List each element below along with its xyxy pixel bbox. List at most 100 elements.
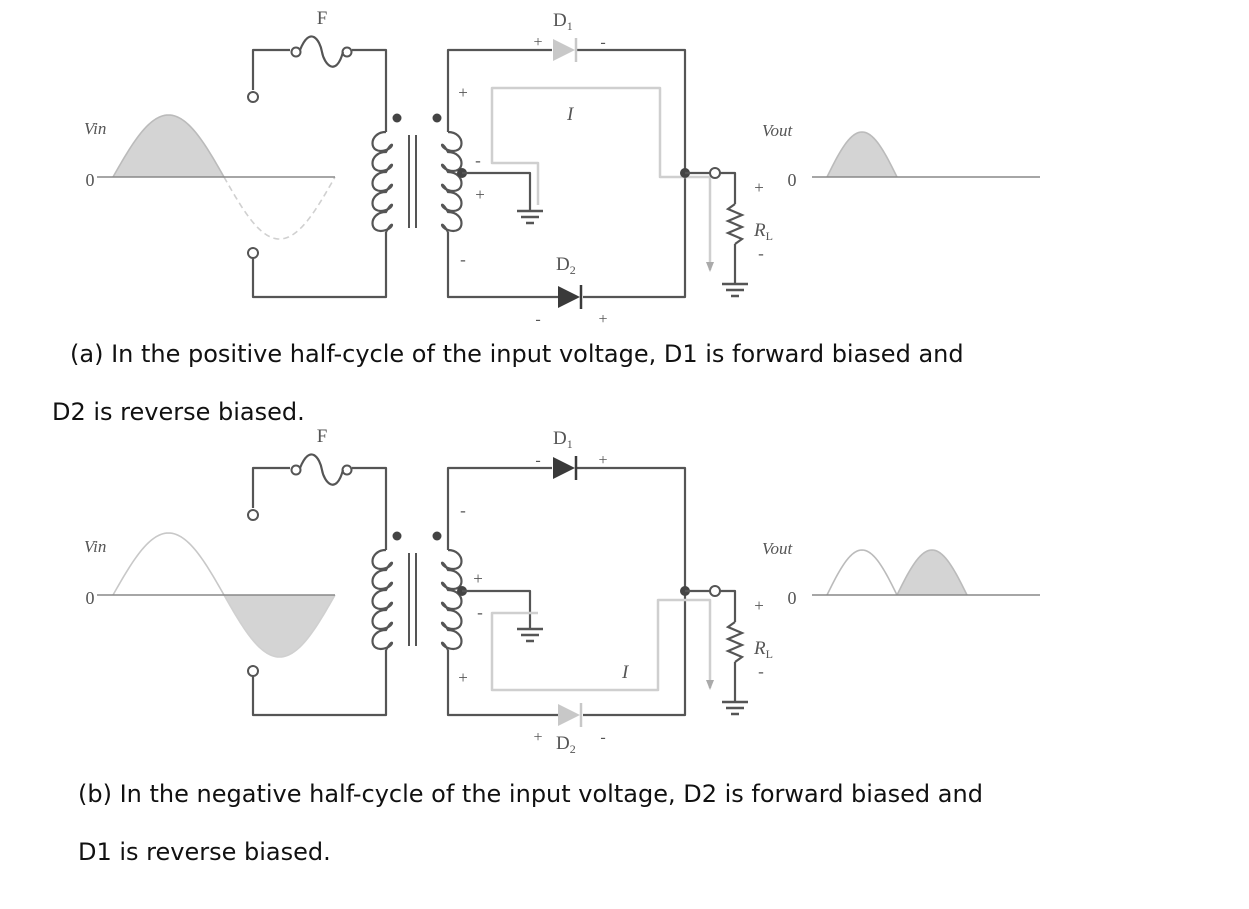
primary-right-wire [352, 466, 388, 550]
load-ground [722, 696, 748, 716]
fuse [290, 35, 353, 68]
rl-label: RL [753, 220, 773, 243]
output-shaded-pulse [897, 550, 967, 595]
output-shaded-pulse [827, 132, 897, 177]
load-top-wire [720, 171, 737, 204]
load-resistor [725, 621, 745, 663]
input-sine-negative [223, 176, 336, 240]
d1-sign-cathode: + [598, 452, 607, 469]
output-terminal [709, 167, 721, 179]
d1-sign-anode: + [533, 34, 542, 51]
diode-d1 [553, 38, 578, 62]
fuse-element [298, 35, 345, 68]
secondary-dot [432, 531, 442, 541]
current-path [490, 86, 712, 270]
secondary-bottom-sign: + [458, 668, 468, 687]
center-tap-ground [517, 205, 543, 225]
diode-triangle [558, 704, 580, 726]
fuse-label: F [317, 426, 328, 447]
input-terminal-bottom [247, 247, 259, 259]
center-tap-sign: + [473, 569, 483, 588]
secondary-bottom-wire [446, 650, 558, 717]
output-pulse [896, 549, 968, 596]
rl-minus-sign: - [758, 244, 764, 263]
caption-b-line2: D1 is reverse biased. [78, 838, 331, 866]
caption-b-line1: (b) In the negative half-cycle of the in… [78, 780, 983, 808]
d1-label: D1 [553, 10, 573, 33]
output-waveform: Vout 0 [762, 121, 1040, 190]
vout-label: Vout [762, 539, 794, 558]
secondary-coil [440, 548, 463, 651]
output-pulse [826, 549, 898, 596]
d2-sign: + [598, 311, 607, 328]
secondary-top-wire [446, 48, 552, 132]
center-tap-sign: - [475, 151, 481, 170]
primary-dot [392, 531, 402, 541]
fuse-element [298, 453, 345, 486]
secondary-dot [432, 113, 442, 123]
output-pulse [826, 131, 898, 178]
diode-d2 [558, 703, 583, 727]
caption-a-line1: (a) In the positive half-cycle of the in… [70, 340, 964, 368]
center-tap-ground [517, 623, 543, 643]
diode-d1 [553, 456, 578, 480]
rl-plus-sign: + [754, 596, 764, 615]
input-shaded-half-cycle [224, 595, 335, 657]
current-label: I [621, 662, 630, 683]
primary-coil [371, 130, 394, 233]
primary-bottom-wire [251, 232, 388, 299]
center-tap-wire [462, 171, 532, 205]
secondary-top-sign: - [460, 501, 466, 520]
current-arrow [706, 262, 714, 272]
secondary-top-wire [446, 466, 552, 550]
secondary-top-sign: + [458, 83, 468, 102]
d2-sign: + [533, 729, 542, 746]
input-sine-negative [223, 594, 336, 658]
diode-triangle [553, 39, 575, 61]
input-sine-positive [112, 114, 225, 178]
secondary-bottom-wire [446, 232, 558, 299]
input-waveform: Vin 0 [84, 114, 336, 240]
secondary-bottom-sign: - [460, 250, 466, 269]
input-zero-label: 0 [86, 170, 95, 190]
center-tap-sign: - [477, 603, 483, 622]
primary-bottom-wire [251, 650, 388, 717]
primary-dot [392, 113, 402, 123]
fuse-label: F [317, 8, 328, 29]
primary-right-wire [352, 48, 388, 132]
d1-label: D1 [553, 428, 573, 451]
rl-minus-sign: - [758, 662, 764, 681]
load-resistor [725, 203, 745, 245]
load-top-wire [720, 589, 737, 622]
diode-triangle [553, 457, 575, 479]
diode-d2 [558, 285, 583, 309]
fuse-terminal [290, 464, 302, 476]
vout-label: Vout [762, 121, 794, 140]
input-terminal-bottom [247, 665, 259, 677]
secondary-coil [440, 130, 463, 233]
load-ground [722, 278, 748, 298]
rl-label: RL [753, 638, 773, 661]
center-tap-wire [462, 589, 532, 623]
vin-label: Vin [84, 119, 106, 138]
current-label: I [566, 104, 575, 125]
output-zero-label: 0 [788, 170, 797, 190]
d2-sign: - [600, 729, 605, 746]
current-arrow [706, 680, 714, 690]
primary-coil [371, 548, 394, 651]
output-waveform: Vout 0 [762, 539, 1040, 608]
primary-top-wire [251, 48, 290, 90]
input-terminal-top [247, 91, 259, 103]
output-zero-label: 0 [788, 588, 797, 608]
d2-label: D2 [556, 254, 576, 277]
secondary-right-wire [577, 466, 687, 717]
fuse-terminal [341, 46, 353, 58]
fuse [290, 453, 353, 486]
input-sine-positive [112, 532, 225, 596]
d2-sign: - [535, 311, 540, 328]
center-tap-sign: + [475, 185, 485, 204]
current-path [490, 598, 712, 692]
input-terminal-top [247, 509, 259, 521]
